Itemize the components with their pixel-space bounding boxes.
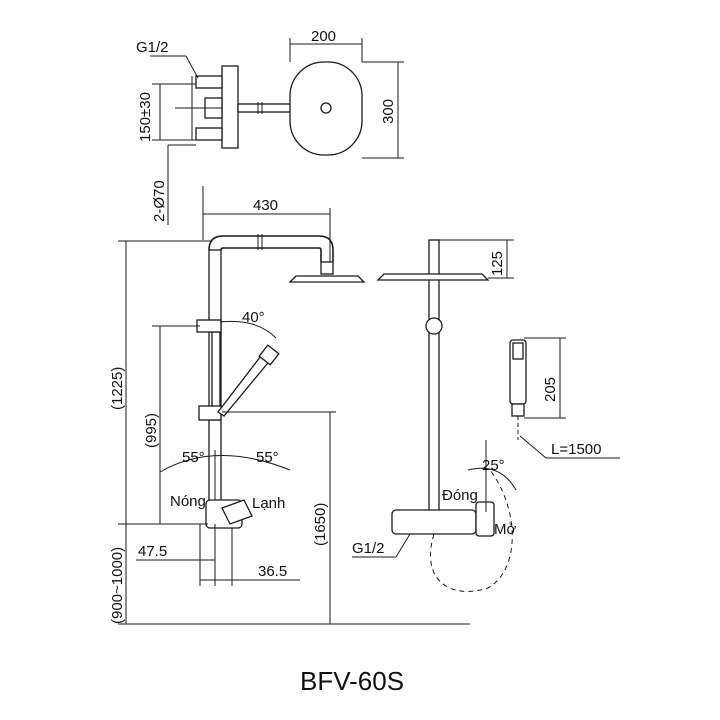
leader-line: [185, 55, 199, 79]
rail-bracket-side: [425, 317, 443, 335]
head-width-label: 200: [311, 28, 336, 45]
front-view: 40° 55° 55° Nóng Lạnh 430 (1225) (995) (…: [109, 186, 470, 625]
handshower-holder: [198, 405, 222, 421]
hose-path: [430, 469, 513, 592]
lever-angle-left: 55°: [182, 449, 205, 466]
shower-head-side: [376, 273, 490, 281]
handshower-angle-label: 40°: [242, 309, 265, 326]
install-height-label: (900~1000): [109, 547, 126, 624]
head-ball-joint: [320, 261, 334, 275]
side-view: 25° Đóng Mở 125 G1/2: [352, 239, 517, 592]
hot-label: Nóng: [170, 493, 206, 510]
side-lever-angle: 25°: [482, 457, 505, 474]
angle-arc-40: [219, 320, 277, 339]
lever-angle-right: 55°: [256, 449, 279, 466]
overall-height-label: (1225): [109, 367, 126, 410]
open-label: Mở: [494, 521, 516, 538]
model-title: BFV-60S: [300, 666, 404, 696]
lever-rotation-arc: [159, 455, 291, 473]
flange-label: 2-Ø70: [151, 180, 168, 222]
overhead-arm-outer: [208, 235, 334, 262]
mixer-body-top: [221, 65, 239, 149]
mixer-lever-side: [475, 501, 495, 537]
hose-leader: [519, 435, 547, 459]
hand-shower-detail: 205 L=1500: [509, 337, 620, 459]
close-label: Đóng: [442, 487, 478, 504]
head-height-label: 300: [380, 99, 397, 124]
offset-right-label: 36.5: [258, 563, 287, 580]
spray-face: [512, 342, 524, 360]
top-view: 200 300 G1/2 150±30 2-Ø70: [136, 28, 404, 225]
offset-left-label: 47.5: [138, 543, 167, 560]
mixer-lever: [221, 499, 253, 525]
hand-shower-front: [217, 351, 273, 417]
outlet-height-label: (1650): [312, 503, 329, 546]
shower-head-front: [288, 275, 366, 283]
head-joint: [320, 102, 332, 114]
hand-shower-head: [258, 344, 280, 366]
hand-length-label: 205: [542, 377, 559, 402]
rail-bracket-upper: [196, 319, 222, 333]
arm-reach-label: 430: [253, 197, 278, 214]
riser-pipe-side: [428, 239, 440, 513]
lever-angle-arc-side: [467, 467, 517, 491]
hose-length-label: L=1500: [551, 441, 601, 458]
mixer-body-side: [391, 509, 477, 535]
outlet-spacing-label: 150±30: [137, 92, 154, 142]
overhead-arm-inner: [220, 247, 322, 262]
rail-height-label: (995): [143, 413, 160, 448]
head-depth-label: 125: [489, 251, 506, 276]
thread-label-top: G1/2: [136, 39, 169, 56]
inlet-connector-upper: [195, 75, 223, 89]
thread-label-side: G1/2: [352, 540, 385, 557]
inlet-connector-lower: [195, 127, 223, 141]
hose-connector: [511, 403, 525, 417]
leader-line: [395, 533, 411, 558]
cold-label: Lạnh: [252, 495, 285, 512]
